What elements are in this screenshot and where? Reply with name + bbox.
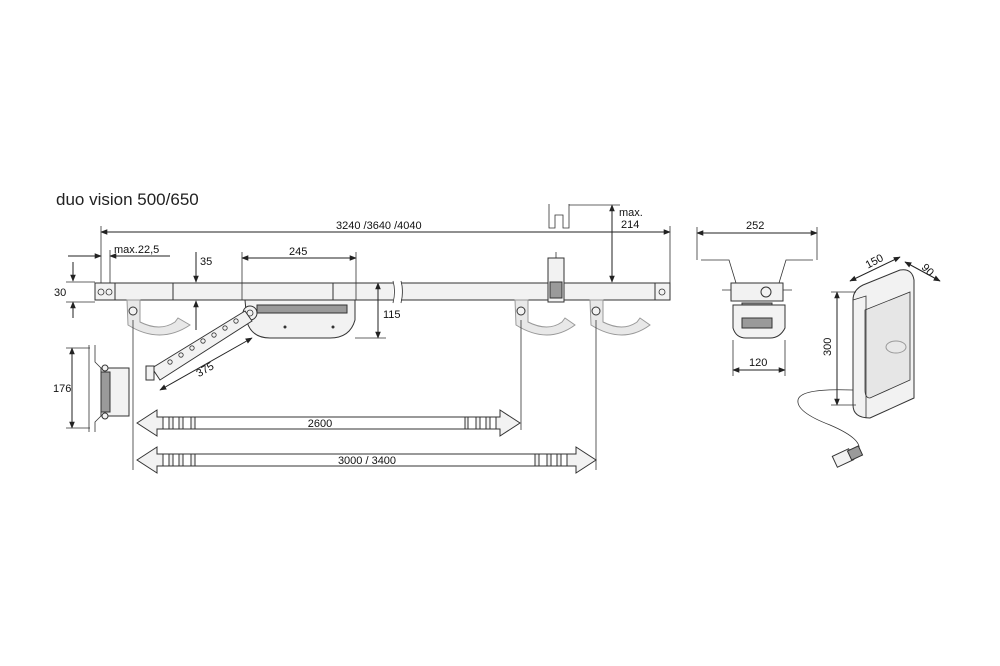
motor-width-label: 245: [289, 246, 307, 258]
d35-label: 35: [200, 256, 212, 268]
rail: [94, 280, 671, 304]
travel-arrow-long: 3000 / 3400: [136, 446, 597, 474]
rail-height-dimension: 30: [54, 262, 95, 318]
travel-arrow-short: 2600: [136, 409, 521, 437]
front-view: 252 120: [696, 220, 818, 376]
unit-height-label: 300: [822, 338, 834, 356]
max-offset-dimension: max.22,5: [68, 244, 170, 300]
rail-length-label: 3240 /3640 /4040: [336, 220, 422, 232]
control-unit: 150 90 300: [797, 252, 941, 468]
rail-length-dimension: 3240 /3640 /4040: [100, 220, 671, 300]
rail-height-label: 30: [54, 287, 66, 299]
unit-depth-label: 90: [919, 262, 936, 279]
motor-height-label: 115: [383, 309, 401, 321]
travel-long-label: 3000 / 3400: [338, 455, 396, 467]
d35-dimension: 35: [193, 252, 212, 330]
front-width-label: 252: [746, 220, 764, 232]
unit-width-label: 150: [864, 252, 886, 271]
motor-height-dimension: 115: [355, 282, 401, 339]
ceiling-bracket: [547, 204, 570, 303]
max-offset-label: max.22,5: [114, 244, 159, 256]
bracket-height-label: 176: [53, 383, 71, 395]
motor-unit: [242, 299, 356, 339]
wall-bracket: 176: [53, 345, 130, 432]
arm-length-label: 375: [194, 360, 216, 380]
drawing-title: duo vision 500/650: [56, 190, 199, 209]
front-base-label: 120: [749, 357, 767, 369]
max-head-dimension: max. 214: [569, 204, 643, 283]
max-head-label: max.: [619, 207, 643, 219]
motor-width-dimension: 245: [241, 246, 357, 300]
max-head-value: 214: [621, 219, 639, 231]
door-rollers: [126, 299, 651, 470]
travel-short-label: 2600: [308, 418, 332, 430]
